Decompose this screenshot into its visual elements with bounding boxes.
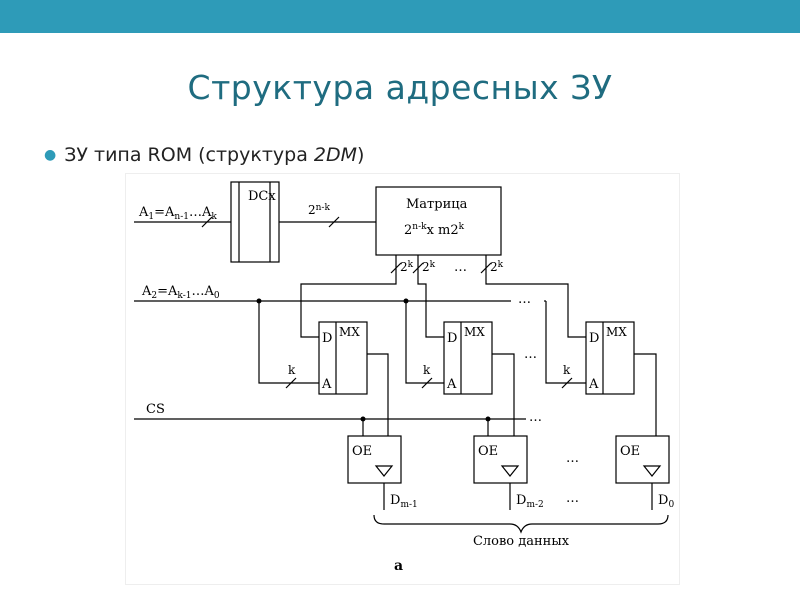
k-bus-tick [561, 377, 573, 389]
decoder-bus-tick [328, 216, 340, 228]
data-word-brace [373, 514, 669, 534]
mux-1-output [367, 353, 389, 436]
a2-ellipsis: … [518, 292, 531, 307]
k-label: k [423, 363, 431, 377]
bus-width-label: 2k [490, 260, 504, 274]
output-buffer-2 [473, 435, 528, 484]
matrix-block [375, 186, 502, 256]
oe-label: OE [352, 444, 372, 459]
bullet-text-italic: 2DM [313, 144, 358, 166]
bullet-icon: ● [44, 147, 57, 163]
bullet-item: ● ЗУ типа ROM (структура 2DM) [44, 144, 364, 166]
k-label: k [288, 363, 296, 377]
bus-ellipsis: … [454, 260, 467, 275]
output-buffer-3 [615, 435, 670, 484]
matrix-bus-tick [390, 262, 402, 274]
matrix-bus-tick [412, 262, 424, 274]
mux-d-label: D [322, 331, 332, 346]
output-label-1: Dm-1 [390, 493, 418, 510]
mux-ellipsis: … [524, 347, 537, 362]
matrix-bus-1 [300, 255, 397, 338]
output-buffer-1 [347, 435, 402, 484]
rom-structure-diagram: A1=An-1…Ak DCx 2n-k Матрица 2n-kx m2k 2k… [125, 173, 680, 585]
bus-width-label: 2k [422, 260, 436, 274]
a2-to-mux-2 [405, 301, 444, 384]
slide-title: Структура адресных ЗУ [187, 68, 613, 107]
a2-label: A2=Ak-1…A0 [141, 284, 220, 301]
decoder-label: DCx [248, 189, 276, 204]
oe-label: OE [478, 444, 498, 459]
cs-ellipsis: … [529, 410, 542, 425]
decoder-output-width: 2n-k [308, 203, 330, 217]
bus-width-label: 2k [400, 260, 414, 274]
k-bus-tick [285, 377, 297, 389]
mux-block-3 [585, 321, 635, 395]
a2-to-mux-1 [258, 301, 319, 384]
data-word-label: Слово данных [473, 534, 570, 549]
mux-mx-label: MX [464, 325, 485, 339]
mux-mx-label: MX [606, 325, 627, 339]
buffer-triangle-icon [500, 465, 520, 477]
buffer-triangle-icon [374, 465, 394, 477]
output-label-2: Dm-2 [516, 493, 544, 510]
cs-label: CS [146, 402, 165, 417]
mux-a-label: A [588, 377, 599, 392]
a1-label: A1=An-1…Ak [138, 205, 217, 222]
matrix-bus-3 [485, 255, 586, 338]
k-label: k [563, 363, 571, 377]
mux-block-2 [443, 321, 493, 395]
bullet-text: ЗУ типа ROM (структура [64, 144, 314, 166]
matrix-title: Матрица [406, 197, 468, 212]
mux-2-output [492, 353, 515, 436]
bullet-text-end: ) [357, 144, 365, 166]
mux-mx-label: MX [339, 325, 360, 339]
matrix-bus-2 [417, 255, 444, 338]
buffer-triangle-icon [642, 465, 662, 477]
k-bus-tick [421, 377, 433, 389]
diagram-svg: A1=An-1…Ak DCx 2n-k Матрица 2n-kx m2k 2k… [134, 181, 674, 574]
mux-d-label: D [447, 331, 457, 346]
output-ellipsis: … [566, 491, 579, 506]
a1-bus-tick [201, 216, 213, 228]
mux-d-label: D [589, 331, 599, 346]
top-bar [0, 0, 800, 33]
matrix-bus-tick [480, 262, 492, 274]
mux-block-1 [318, 321, 368, 395]
diagram-caption: а [394, 558, 403, 574]
a2-to-mux-3 [545, 301, 586, 384]
oe-label: OE [620, 444, 640, 459]
mux-a-label: A [321, 377, 332, 392]
buffer-ellipsis: … [566, 451, 579, 466]
matrix-size: 2n-kx m2k [404, 222, 465, 238]
output-label-3: D0 [658, 493, 674, 510]
mux-a-label: A [446, 377, 457, 392]
mux-3-output [634, 353, 657, 436]
